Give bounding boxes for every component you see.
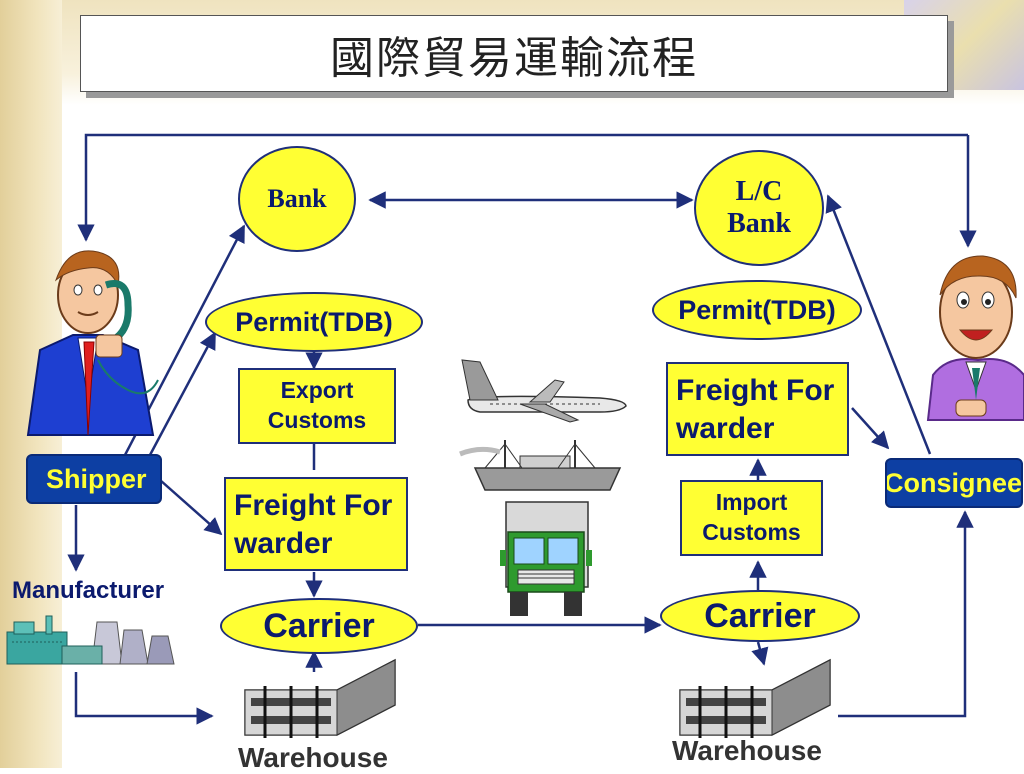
lc-bank-node: L/C Bank (694, 150, 824, 266)
ship-icon (459, 440, 622, 491)
arrow-ff-right-to-consignee (851, 407, 890, 450)
warehouse-label-right: Warehouse (672, 735, 822, 766)
airplane-icon (461, 359, 627, 423)
permit-node-left: Permit(TDB) (205, 292, 423, 352)
warehouse-icon (244, 658, 396, 738)
export-customs-box: Export Customs (238, 368, 396, 444)
carrier-label-right: Carrier (704, 596, 816, 635)
arrow-top-loop-to-shipper (77, 133, 968, 242)
man-on-phone-icon (26, 250, 159, 436)
arrow-manufacturer-to-warehouse (74, 672, 214, 725)
truck-icon (500, 501, 592, 616)
warehouse-label-left: Warehouse (238, 742, 388, 773)
arrow-warehouse-right-to-consignee (838, 510, 974, 718)
factory-icon (6, 615, 175, 665)
import-customs-label: Import Customs (702, 489, 801, 545)
shipper-box: Shipper (26, 454, 162, 504)
permit-label-right: Permit(TDB) (678, 294, 836, 325)
shipper-label: Shipper (46, 464, 147, 494)
warehouse-icon (679, 658, 831, 738)
carrier-label-left: Carrier (263, 606, 375, 645)
permit-label-left: Permit(TDB) (235, 306, 393, 337)
title-box: 國際貿易運輸流程 (80, 15, 948, 92)
freight-forwarder-box-left: Freight Forwarder (224, 477, 408, 571)
arrow-shipper-to-permit (148, 331, 217, 456)
smiling-man-icon (926, 255, 1024, 421)
export-customs-label: Export Customs (267, 377, 367, 433)
arrow-consignee-to-lc-bank (825, 194, 932, 455)
bank-label: Bank (267, 184, 327, 213)
arrow-shipper-to-freight-forwarder (159, 479, 223, 536)
freight-forwarder-box-right: Freight Forwarder (666, 362, 849, 456)
manufacturer-label: Manufacturer (12, 577, 165, 604)
arrow-carrier-right-to-warehouse (751, 641, 769, 666)
consignee-box: Consignee (885, 458, 1023, 508)
page-title: 國際貿易運輸流程 (330, 32, 698, 84)
carrier-node-right: Carrier (660, 590, 860, 642)
bank-node: Bank (238, 146, 356, 252)
carrier-node-left: Carrier (220, 598, 418, 654)
consignee-label: Consignee (885, 468, 1023, 498)
freight-forwarder-label-right: Freight Forwarder (676, 374, 835, 445)
import-customs-box: Import Customs (680, 480, 823, 556)
permit-node-right: Permit(TDB) (652, 280, 862, 340)
freight-forwarder-label-left: Freight Forwarder (234, 489, 393, 560)
lc-bank-label: L/C Bank (727, 175, 791, 239)
